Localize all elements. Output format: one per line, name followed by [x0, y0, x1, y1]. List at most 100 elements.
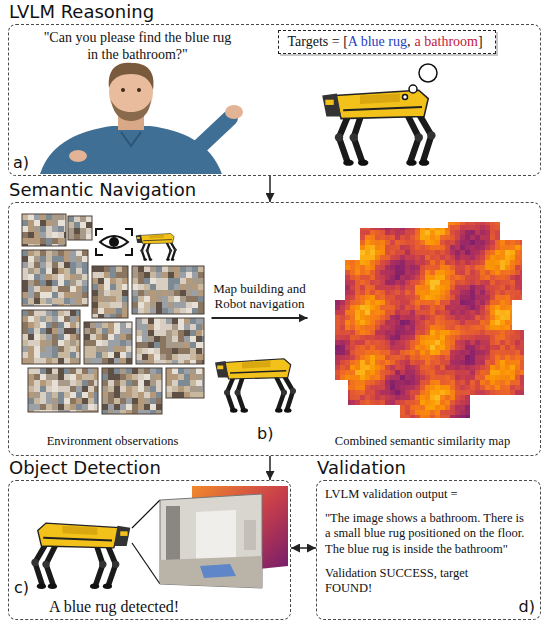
- environment-image: [92, 308, 98, 314]
- similarity-heatmap: [470, 265, 475, 270]
- similarity-heatmap: [400, 340, 405, 345]
- similarity-heatmap: [435, 245, 440, 250]
- similarity-heatmap: [410, 225, 415, 230]
- environment-image: [94, 386, 98, 392]
- environment-image: [166, 336, 172, 342]
- environment-image: [28, 274, 34, 280]
- environment-image: [34, 220, 40, 226]
- environment-image: [98, 272, 104, 278]
- similarity-heatmap: [380, 340, 385, 345]
- environment-image: [52, 386, 58, 392]
- environment-image: [114, 322, 120, 328]
- environment-image: [46, 334, 52, 340]
- environment-image: [46, 274, 52, 280]
- environment-image: [52, 358, 58, 364]
- environment-image: [136, 360, 142, 364]
- similarity-heatmap: [455, 250, 460, 255]
- environment-image: [116, 314, 122, 318]
- similarity-heatmap: [420, 335, 425, 340]
- similarity-heatmap: [350, 365, 355, 370]
- environment-image: [58, 322, 64, 328]
- environment-image: [46, 298, 52, 304]
- similarity-heatmap: [430, 240, 435, 245]
- environment-image: [28, 256, 34, 262]
- environment-image: [22, 322, 28, 328]
- similarity-heatmap: [360, 415, 365, 420]
- similarity-heatmap: [470, 320, 475, 325]
- similarity-heatmap: [475, 280, 480, 285]
- similarity-heatmap: [415, 400, 420, 405]
- environment-image: [110, 296, 116, 302]
- similarity-heatmap: [350, 255, 355, 260]
- environment-image: [82, 256, 88, 262]
- environment-image: [190, 336, 196, 342]
- similarity-heatmap: [425, 245, 430, 250]
- environment-image: [22, 214, 66, 246]
- environment-image: [154, 330, 160, 336]
- environment-image: [40, 310, 46, 316]
- similarity-heatmap: [460, 340, 465, 345]
- similarity-heatmap: [365, 325, 370, 330]
- environment-image: [178, 374, 184, 380]
- similarity-heatmap: [445, 315, 450, 320]
- similarity-heatmap: [395, 250, 400, 255]
- environment-image: [46, 316, 52, 322]
- similarity-heatmap: [380, 265, 385, 270]
- similarity-heatmap: [470, 370, 475, 375]
- similarity-heatmap: [380, 345, 385, 350]
- similarity-heatmap: [425, 285, 430, 290]
- similarity-heatmap: [365, 310, 370, 315]
- environment-image: [40, 238, 46, 244]
- environment-image: [64, 328, 70, 334]
- similarity-heatmap: [460, 290, 465, 295]
- environment-image: [178, 324, 184, 330]
- environment-image: [40, 262, 46, 268]
- environment-image: [138, 278, 144, 284]
- similarity-heatmap: [355, 360, 360, 365]
- similarity-heatmap: [355, 345, 360, 350]
- similarity-heatmap: [370, 240, 375, 245]
- environment-image: [172, 374, 178, 380]
- similarity-heatmap: [465, 395, 470, 400]
- similarity-heatmap: [410, 245, 415, 250]
- robot-figure: [215, 359, 296, 413]
- similarity-heatmap: [440, 350, 445, 355]
- similarity-heatmap: [330, 375, 335, 380]
- similarity-heatmap: [460, 405, 465, 410]
- environment-image: [138, 290, 144, 296]
- similarity-heatmap: [440, 235, 445, 240]
- person-figure: [69, 150, 87, 162]
- environment-image: [76, 386, 82, 392]
- similarity-heatmap: [455, 280, 460, 285]
- robot-figure: [322, 90, 435, 166]
- environment-image: [132, 368, 138, 374]
- similarity-heatmap: [450, 355, 455, 360]
- environment-image: [76, 268, 82, 274]
- similarity-heatmap: [410, 300, 415, 305]
- similarity-heatmap: [455, 340, 460, 345]
- similarity-heatmap: [445, 380, 450, 385]
- similarity-heatmap: [400, 400, 405, 405]
- similarity-heatmap: [440, 265, 445, 270]
- similarity-heatmap: [455, 245, 460, 250]
- similarity-heatmap: [370, 355, 375, 360]
- environment-image: [28, 238, 34, 244]
- environment-image: [28, 392, 34, 398]
- similarity-heatmap: [345, 375, 350, 380]
- environment-image: [52, 274, 58, 280]
- similarity-heatmap: [330, 365, 335, 370]
- similarity-heatmap: [385, 345, 390, 350]
- similarity-heatmap: [430, 365, 435, 370]
- environment-image: [122, 302, 128, 308]
- similarity-heatmap: [430, 300, 435, 305]
- similarity-heatmap: [445, 285, 450, 290]
- similarity-heatmap: [475, 230, 480, 235]
- similarity-heatmap: [350, 260, 355, 265]
- environment-image: [64, 380, 70, 386]
- similarity-heatmap: [415, 325, 420, 330]
- environment-image: [96, 352, 102, 358]
- environment-image: [22, 316, 28, 322]
- similarity-heatmap: [420, 245, 425, 250]
- environment-image: [190, 380, 196, 386]
- environment-image: [90, 352, 96, 358]
